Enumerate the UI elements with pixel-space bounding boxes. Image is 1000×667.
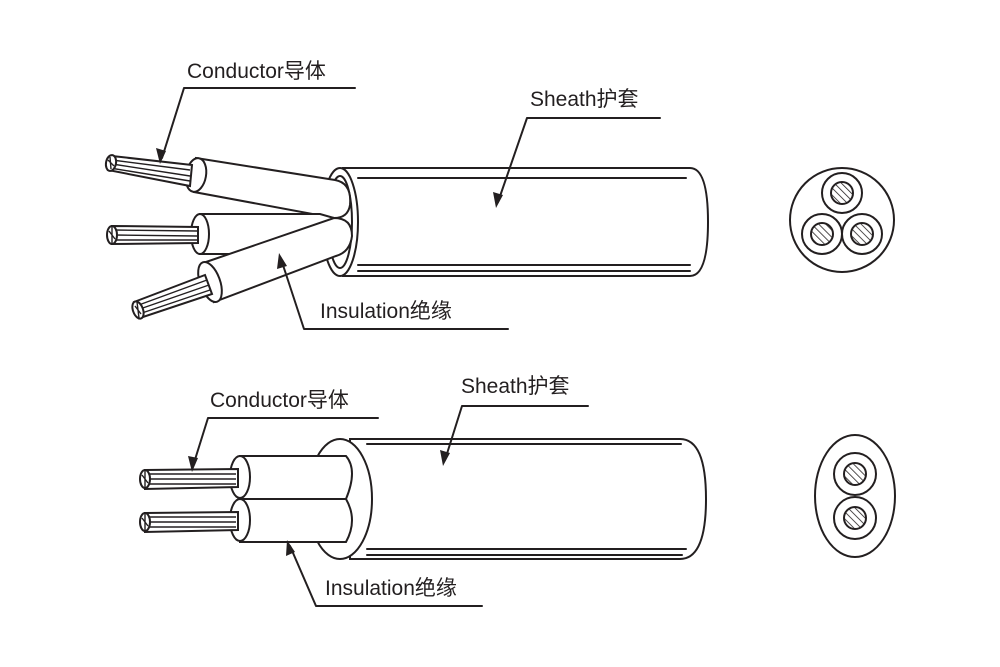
insulation-label: Insulation绝缘 <box>320 300 452 323</box>
insulation-callout-top: Insulation绝缘 <box>277 253 509 330</box>
sheath-two-core <box>307 438 708 560</box>
arrow-icon <box>493 192 503 208</box>
sheath-callout-top: Sheath护套 <box>493 88 661 208</box>
arrow-icon <box>440 450 450 466</box>
arrow-icon <box>188 456 198 472</box>
conductor-label: Conductor导体 <box>187 60 326 83</box>
sheath-label: Sheath护套 <box>461 375 570 398</box>
two-core-cable: Conductor导体 Sheath护套 Insulation绝缘 <box>139 375 896 607</box>
conductor-callout-bottom: Conductor导体 <box>188 389 379 472</box>
core-2 <box>139 498 353 543</box>
sheath-label: Sheath护套 <box>530 88 639 111</box>
arrow-icon <box>277 253 287 269</box>
cross-section-two-core <box>814 434 896 558</box>
arrow-icon <box>156 148 166 164</box>
insulation-label: Insulation绝缘 <box>325 577 457 600</box>
insulation-callout-bottom: Insulation绝缘 <box>286 540 483 607</box>
three-core-cable: Conductor导体 Sheath护套 Insulation绝缘 <box>104 60 895 330</box>
sheath-three-core <box>321 167 710 277</box>
conductor-label: Conductor导体 <box>210 389 349 412</box>
core-1 <box>104 154 352 220</box>
arrow-icon <box>286 540 295 556</box>
core-1 <box>139 455 353 500</box>
sheath-callout-bottom: Sheath护套 <box>440 375 589 466</box>
conductor-callout-top: Conductor导体 <box>156 60 356 164</box>
cross-section-three-core <box>789 167 895 273</box>
